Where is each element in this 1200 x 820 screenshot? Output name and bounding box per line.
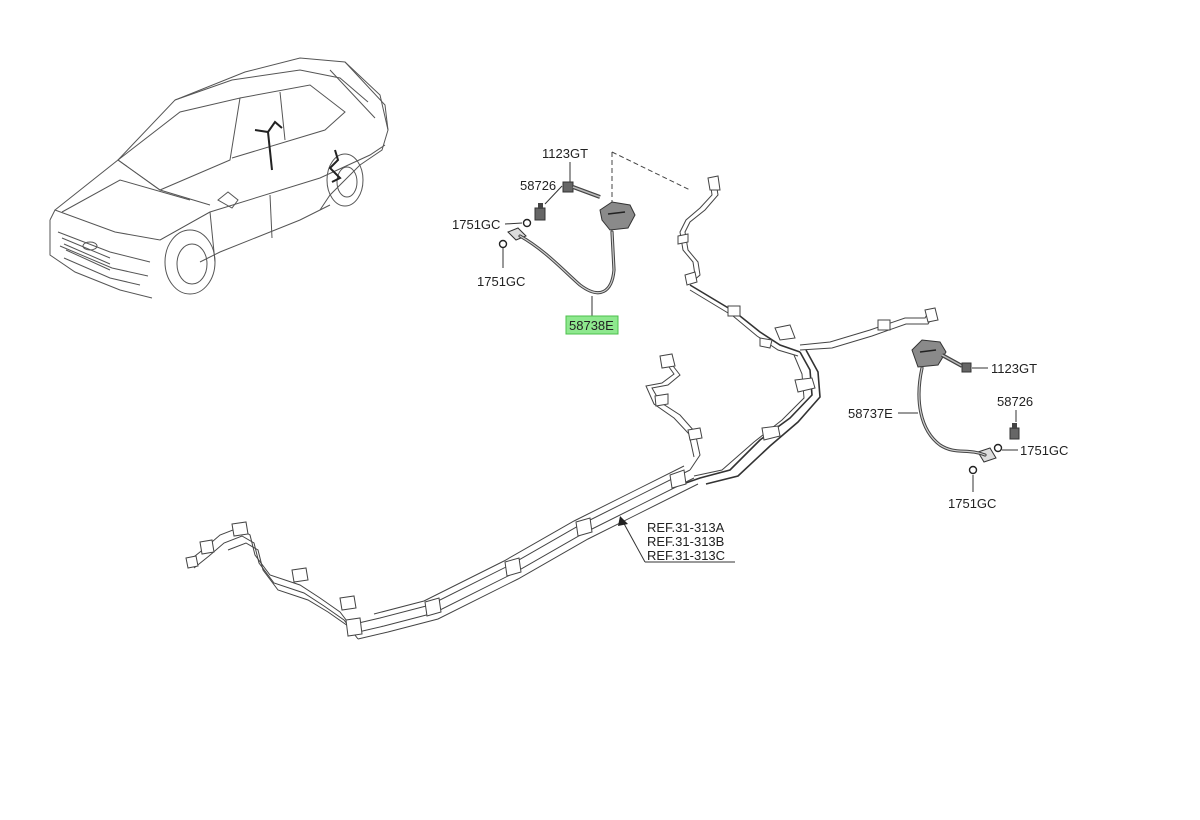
bolt-right-part (941, 353, 972, 373)
callout-bolt-left[interactable]: 1123GT (542, 146, 588, 161)
washer-right-lower-part (968, 465, 978, 475)
bleed-screw-left-part (534, 203, 546, 221)
bracket-right-part (911, 339, 947, 368)
callout-washer-right-upper[interactable]: 1751GC (1020, 443, 1068, 458)
washer-right-upper-part (993, 443, 1003, 453)
bolt-left-part (562, 181, 601, 199)
washer-left-upper-part (522, 218, 532, 228)
callout-hose-left-highlighted[interactable]: 58738E (565, 315, 619, 335)
callout-bolt-right[interactable]: 1123GT (991, 361, 1037, 376)
callout-bleed-right[interactable]: 58726 (997, 394, 1033, 409)
callout-washer-right-lower[interactable]: 1751GC (948, 496, 996, 511)
callout-ref-c[interactable]: REF.31-313C (647, 548, 725, 563)
callout-ref-b[interactable]: REF.31-313B (647, 534, 724, 549)
leader-lines (502, 162, 1018, 563)
highlight-box (565, 315, 619, 335)
washer-left-lower-part (498, 239, 508, 249)
right-hose-assembly (911, 339, 1020, 475)
left-hose-assembly (498, 181, 636, 295)
callout-washer-left-upper[interactable]: 1751GC (452, 217, 500, 232)
callout-hose-left[interactable]: 58738E (569, 318, 614, 333)
bleed-screw-right-part (1009, 423, 1020, 440)
bracket-left-part (599, 201, 636, 231)
callout-hose-right[interactable]: 58737E (848, 406, 893, 421)
connection-dash-line (611, 151, 691, 205)
ref-arrow-head (618, 516, 628, 526)
brake-tube-network (185, 175, 939, 640)
callout-ref-a[interactable]: REF.31-313A (647, 520, 725, 535)
car-illustration (49, 57, 389, 299)
callout-washer-left-lower[interactable]: 1751GC (477, 274, 525, 289)
callout-bleed-left[interactable]: 58726 (520, 178, 556, 193)
